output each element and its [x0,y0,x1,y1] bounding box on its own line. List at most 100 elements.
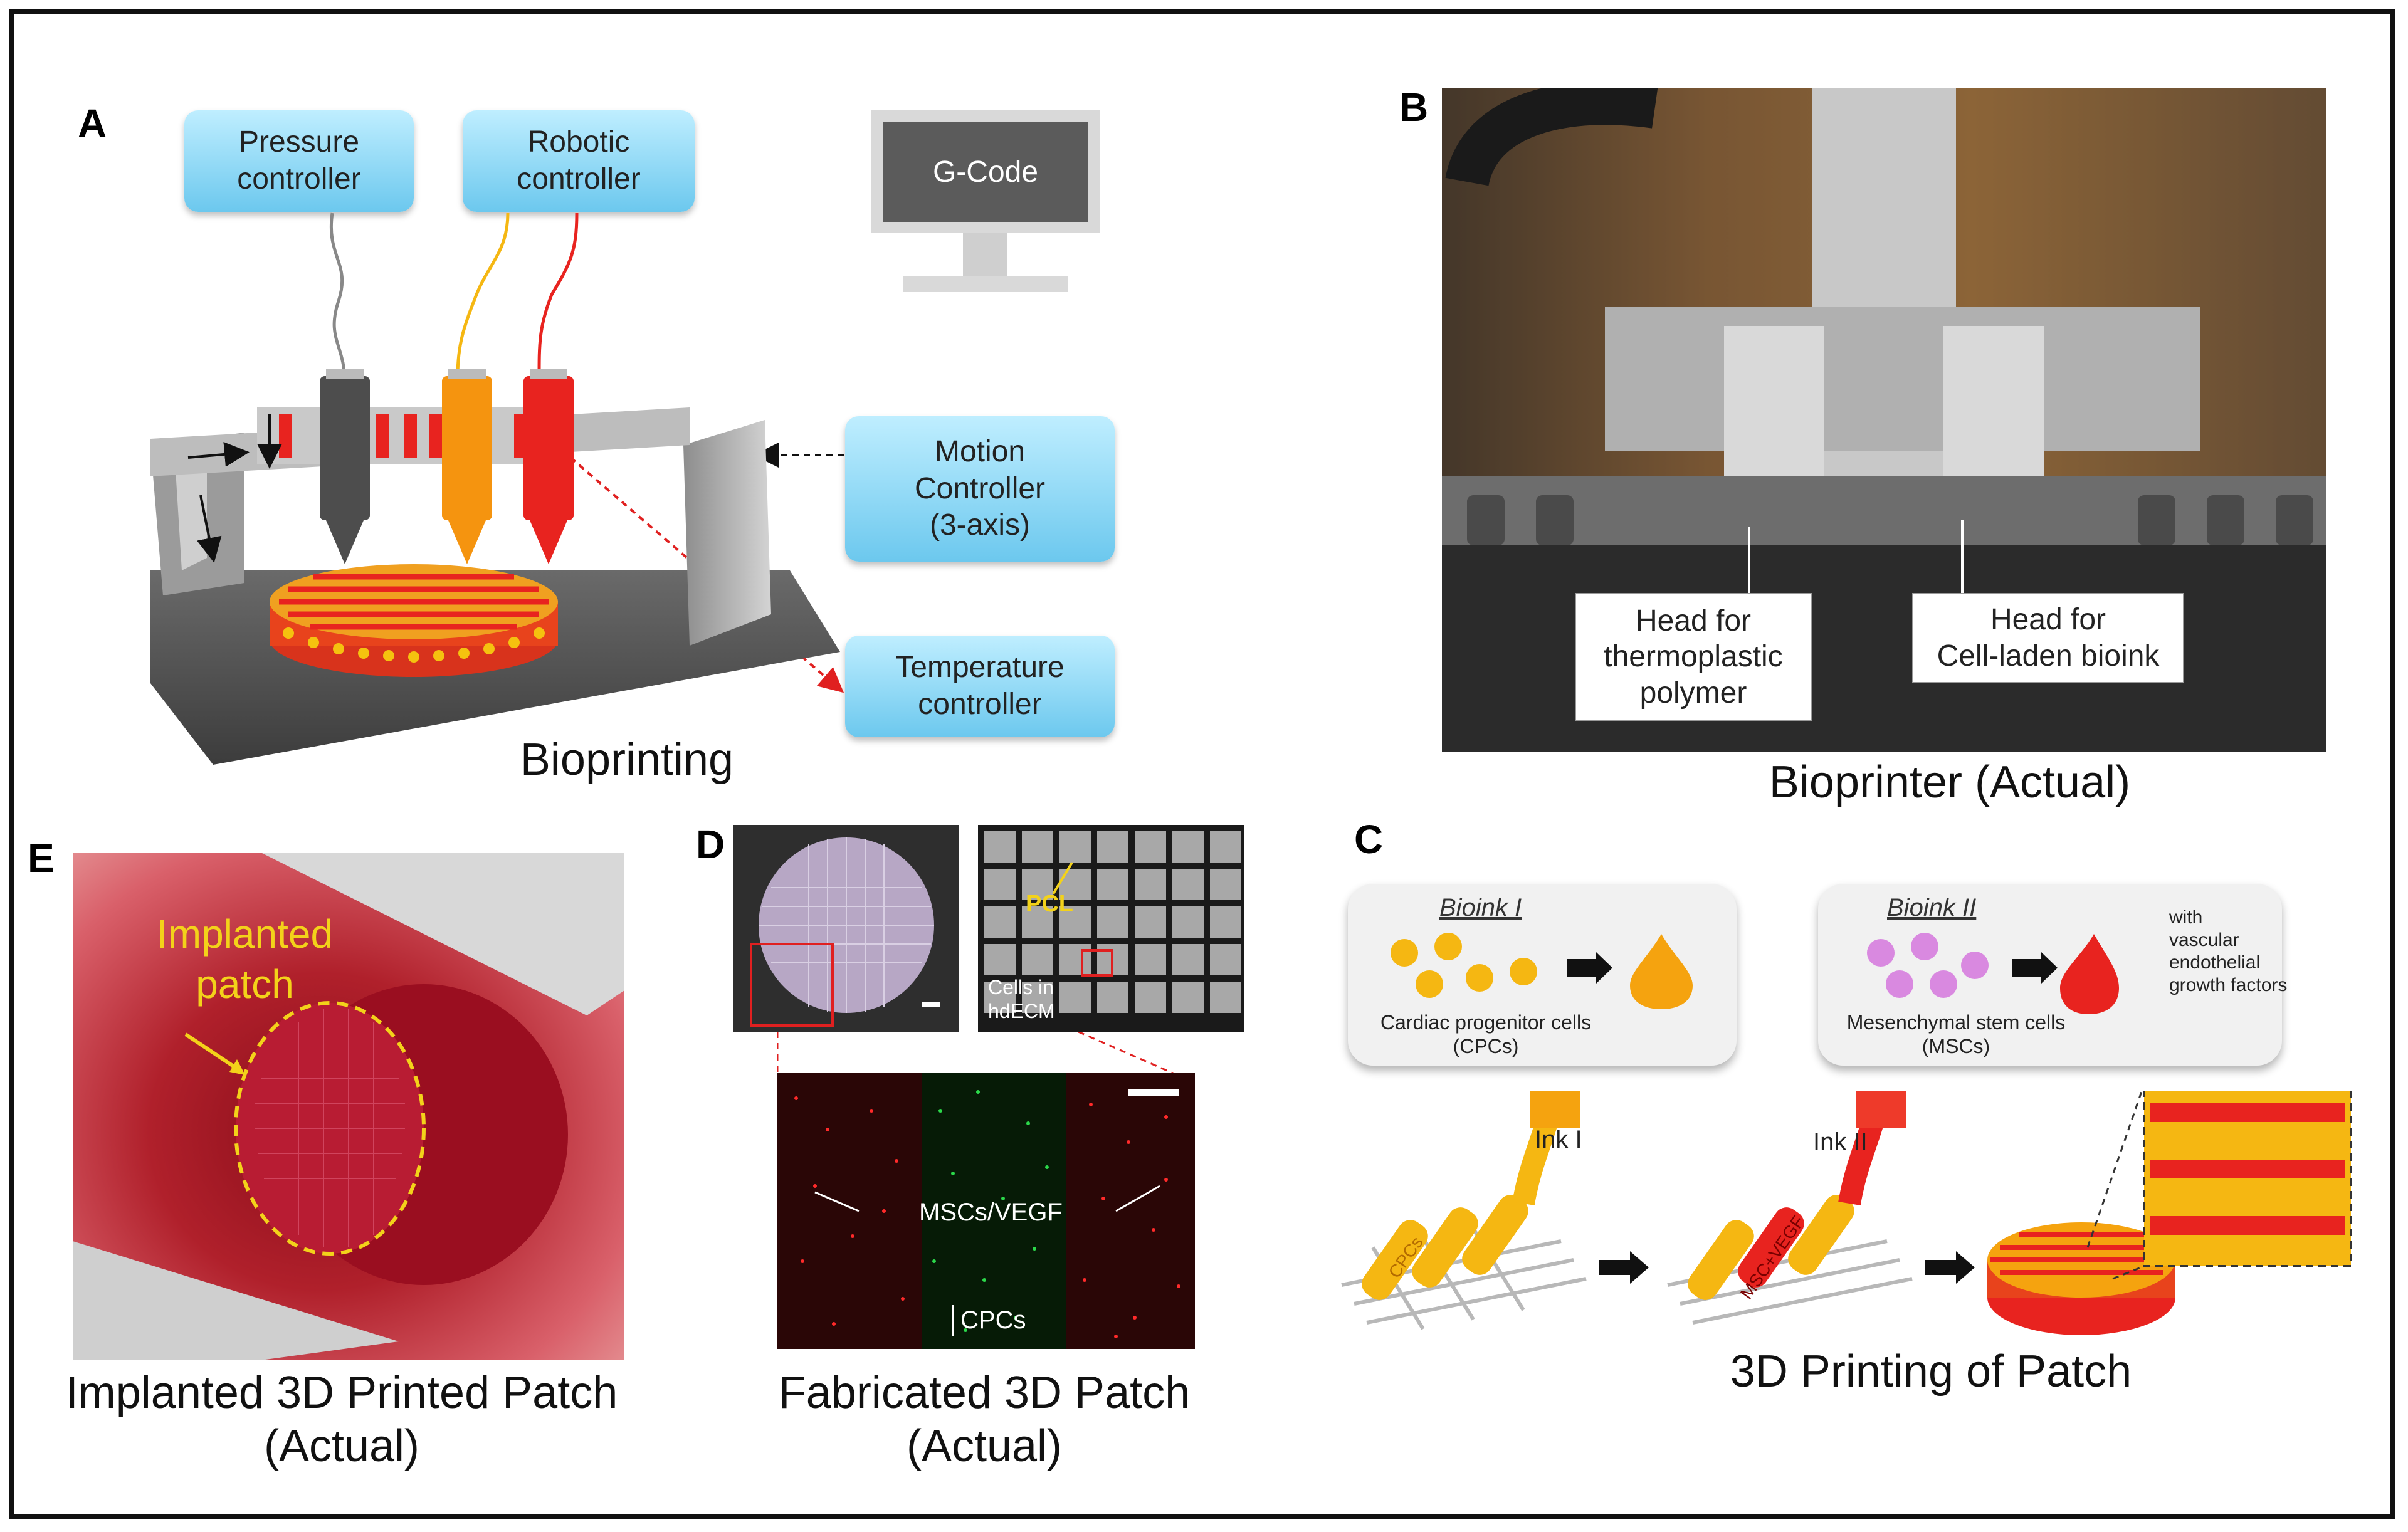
syringe-orange [442,376,492,520]
mscs-vegf-label: MSCs/VEGF [919,1199,1063,1226]
implant-photo-drawing [73,853,624,1360]
temperature-controller-line1: Temperature [895,651,1065,685]
scale-bar-1 [922,1002,940,1007]
bioink2-note-line2: vascular [2169,930,2239,950]
head-left-line3: polymer [1639,676,1747,710]
fluorescence-drawing [777,1073,1195,1349]
ink1-label: Ink I [1535,1126,1582,1153]
implanted-line2: patch [196,962,294,1007]
bioink2-title: Bioink II [1887,894,1977,921]
fluorescence-photo [777,1073,1195,1349]
retractor-bottom [73,1241,399,1360]
bioink1-title: Bioink I [1439,894,1522,921]
bioink2-desc-line1: Mesenchymal stem cells [1846,1011,2066,1034]
wire-yellow [456,212,510,377]
implanted-patch-label: Implanted patch [157,909,333,1009]
bioink2-note-line1: with [2169,907,2203,928]
step1-scaffold [1341,1091,1587,1330]
zoom-box-1 [750,943,834,1027]
axis-arrow-y [197,495,222,563]
caption-b: Bioprinter (Actual) [1769,757,2131,807]
patch-photo-drawing [750,837,940,1027]
printing-steps [1341,1091,2352,1335]
wire-gray [329,212,347,383]
syringe-gray [320,376,370,520]
right-wall [683,420,771,646]
bioink1-drop [1630,934,1693,1009]
figure-frame [9,9,2395,1519]
caption-d: Fabricated 3D Patch (Actual) [733,1367,1235,1473]
panel-letter-d: D [696,822,725,867]
bioink2-drop [2060,934,2119,1014]
temperature-controller-line2: controller [918,688,1042,721]
bioink2-desc-line2: (MSCs) [1922,1035,1990,1058]
bioink1-desc-line1: Cardiac progenitor cells [1380,1011,1592,1034]
bioink2-note-line4: growth factors [2169,975,2288,995]
syringe-red [523,376,574,520]
bioink2-arrow [2012,952,2058,984]
step-arrow-1 [1599,1251,1649,1284]
implant-photo [73,853,624,1360]
motion-controller-line2: Controller [914,471,1046,505]
bioink2-cells [1867,933,2119,1014]
implanted-line1: Implanted [157,911,334,957]
gcode-label: G-Code [932,155,1039,189]
ink2-label: Ink II [1813,1128,1868,1156]
caption-e: Implanted 3D Printed Patch (Actual) [25,1367,658,1473]
bioink2-desc: Mesenchymal stem cells (MSCs) [1831,1010,2081,1059]
caption-d-line1: Fabricated 3D Patch [778,1368,1191,1418]
motion-controller-line1: Motion [934,435,1026,469]
scaffold-photo [978,825,1244,1032]
patch-photo [733,825,959,1032]
cable-chain [1445,88,1658,187]
cells-in-line2: hdECM [988,1000,1055,1023]
pressure-controller-line2: controller [237,162,361,196]
cpcs-label-d: CPCs [960,1306,1026,1334]
caption-e-line1: Implanted 3D Printed Patch [65,1368,618,1418]
monitor-stand [963,233,1007,277]
head-left-line1: Head for [1635,604,1752,637]
pcl-label: PCL [1026,891,1073,917]
head-left-line2: thermoplastic [1604,640,1783,674]
bioink1-cells [1391,933,1693,1009]
panel-letter-a: A [78,101,107,146]
head-right-line2: Cell-laden bioink [1937,639,2160,673]
caption-a: Bioprinting [520,735,734,785]
caption-d-line2: (Actual) [906,1420,1063,1471]
panel-letter-c: C [1354,817,1384,862]
panel-letter-e: E [28,836,55,881]
pressure-controller-line1: Pressure [238,125,360,159]
bioink1-desc-line2: (CPCs) [1453,1035,1519,1058]
scale-bar-2 [1128,1089,1179,1096]
scaffold-photo-drawing [984,831,1241,1013]
step-arrow-2 [1925,1251,1975,1284]
panel-letter-b: B [1399,85,1429,130]
bioink2-note-line3: endothelial [2169,952,2261,973]
bioink1-desc: Cardiac progenitor cells (CPCs) [1367,1010,1605,1059]
robotic-controller-line2: controller [517,162,641,196]
cells-in-hdecm-label: Cells in hdECM [988,975,1055,1024]
head-right-line1: Head for [1990,603,2106,637]
gantry [1605,307,2200,451]
caption-e-line2: (Actual) [263,1420,420,1471]
gcode-monitor: G-Code [871,110,1100,233]
bioink2-note: with vascular endothelial growth factors [2169,906,2287,997]
step2-scaffold [1667,1091,1913,1325]
zoom-lines-d [777,1032,1179,1076]
robotic-controller-line1: Robotic [527,125,630,159]
cells-in-line1: Cells in [988,976,1054,999]
step3-patch [1987,1222,2175,1335]
motion-controller-line3: (3-axis) [929,508,1030,542]
bioprinter-illustration [150,212,844,765]
bioink1-arrow [1567,952,1612,984]
retractor-top [261,853,624,1015]
zoom-box-2 [1081,949,1113,977]
implant-arrow [184,1032,243,1074]
caption-c: 3D Printing of Patch [1730,1346,2132,1397]
